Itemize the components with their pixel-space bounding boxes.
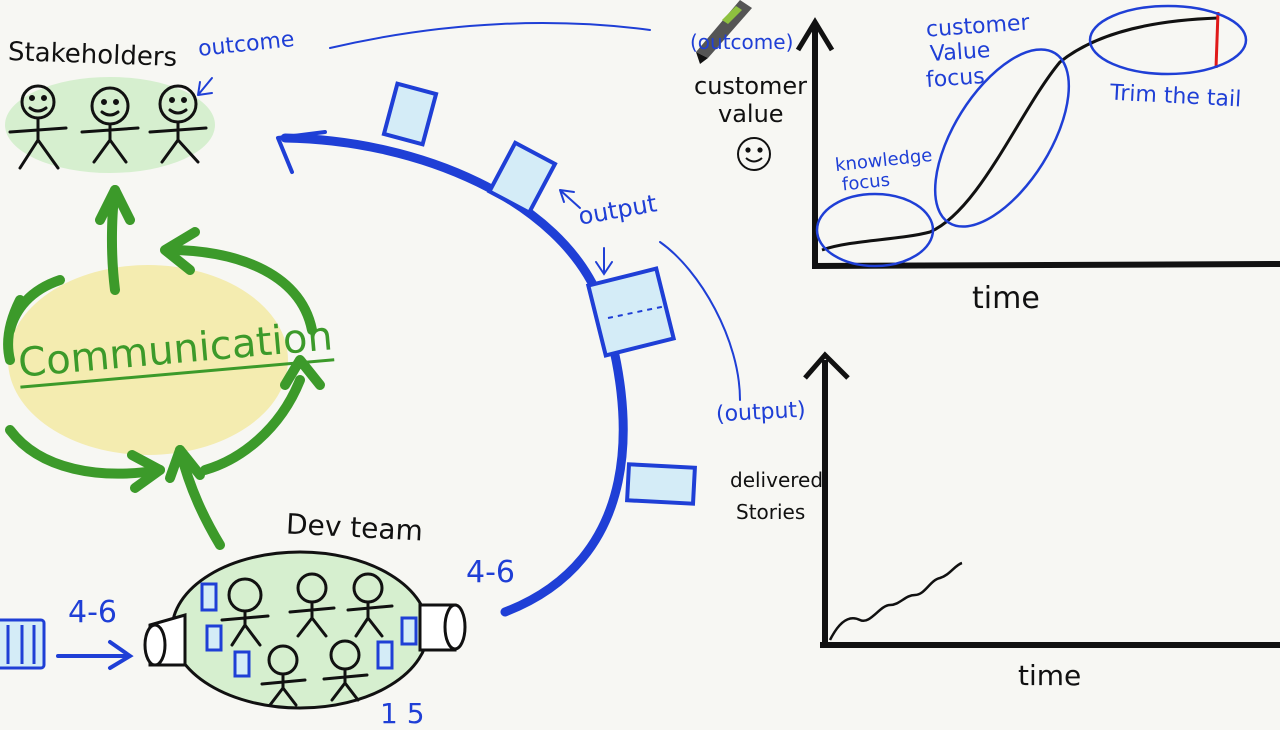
customer-value-focus-label-3: focus	[925, 63, 986, 94]
backlog-stories	[0, 618, 46, 670]
delivered-stories-label-2: Stories	[736, 500, 806, 524]
output-stories	[381, 81, 697, 506]
bottom-cut-label: 1 5	[380, 697, 425, 730]
stakeholders-label: Stakeholders	[7, 37, 178, 73]
delivered-stories-label-1: delivered	[730, 468, 824, 492]
trim-marker	[1214, 11, 1220, 69]
bottom-chart	[803, 351, 1280, 648]
knowledge-focus-label-2: focus	[840, 169, 891, 196]
stakeholder-figures	[8, 84, 208, 170]
top-chart-time-label: time	[972, 281, 1040, 316]
s-curve	[821, 16, 1219, 252]
output-count-label: 4-6	[466, 555, 515, 590]
customer-value-label-2: value	[718, 100, 784, 128]
dev-team-figures	[220, 572, 394, 707]
knowledge-focus-ring	[815, 192, 935, 268]
smiley-face-icon	[737, 137, 771, 171]
trim-the-tail-ring	[1088, 4, 1248, 76]
outcome-paren-label: (outcome)	[690, 30, 794, 54]
top-chart	[795, 4, 1280, 269]
delivery-wave	[828, 561, 963, 641]
customer-value-focus-label-2: Value	[929, 37, 992, 68]
dev-team-pipes	[143, 603, 467, 667]
stories-in-progress	[200, 582, 418, 678]
customer-value-label-1: customer	[694, 72, 808, 100]
annotation-arrows	[197, 22, 741, 401]
communication-blob	[8, 265, 288, 455]
pen-cursor-icon	[696, 0, 752, 64]
communication-cycle-arrows	[3, 185, 325, 550]
input-count-label: 4-6	[68, 595, 117, 630]
output-paren-label: (output)	[715, 397, 807, 428]
bottom-chart-time-label: time	[1018, 659, 1082, 692]
input-arrow	[56, 640, 134, 670]
dev-team-label: Dev team	[285, 507, 424, 548]
customer-value-focus-ring	[933, 48, 1071, 228]
